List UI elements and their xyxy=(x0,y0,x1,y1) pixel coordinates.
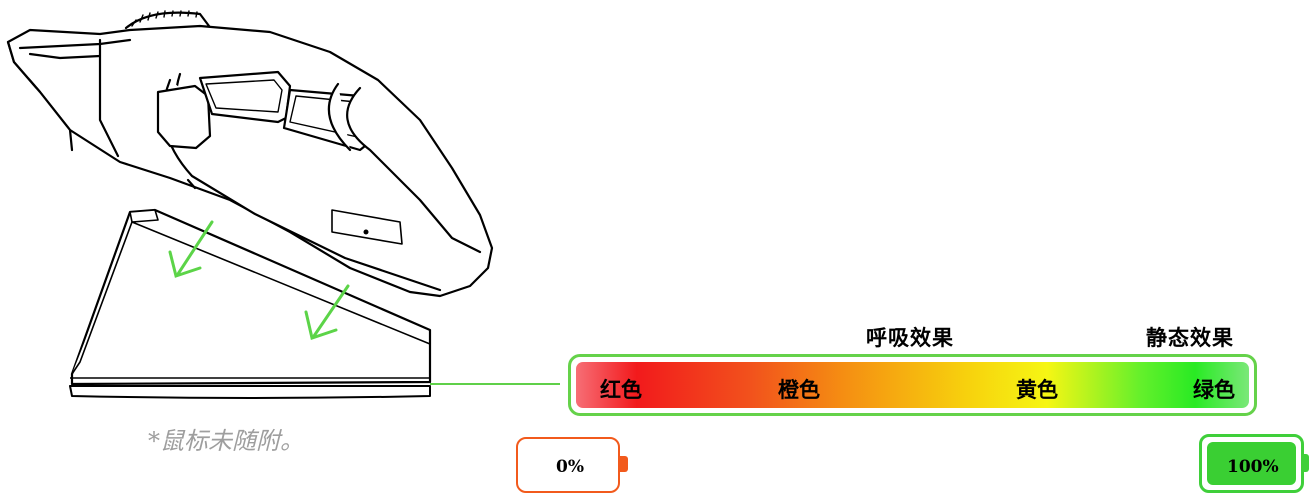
color-label-orange: 橙色 xyxy=(778,377,820,402)
color-label-yellow: 黄色 xyxy=(1016,377,1058,402)
static-mode-label: 静态效果 xyxy=(1146,325,1234,350)
battery-empty-icon xyxy=(516,437,620,493)
battery-empty-cap xyxy=(620,456,628,472)
battery-full-icon xyxy=(1199,434,1304,493)
color-label-green: 绿色 xyxy=(1193,377,1235,402)
color-label-red: 红色 xyxy=(600,377,642,402)
battery-full-cap xyxy=(1304,454,1309,472)
color-gradient-bar xyxy=(568,354,1257,416)
color-gradient-fill xyxy=(576,362,1249,408)
battery-full-label: 100% xyxy=(1227,457,1279,477)
battery-full-fill xyxy=(1207,442,1296,485)
battery-low-label: 0% xyxy=(556,457,584,477)
mouse-dock-illustration xyxy=(6,10,560,399)
accessory-note: *鼠标未随附。 xyxy=(148,427,304,455)
arrow-down-left-icon xyxy=(168,220,214,278)
breathing-mode-label: 呼吸效果 xyxy=(866,325,954,350)
arrow-down-left-icon xyxy=(304,284,350,340)
charging-dock-illustration xyxy=(69,208,432,399)
mouse-illustration xyxy=(6,10,494,298)
